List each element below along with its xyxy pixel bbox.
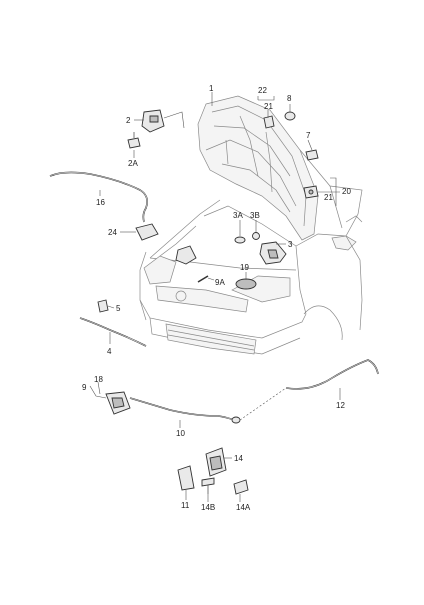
leader-lines [89,92,341,502]
callout-18: 18 [94,375,103,384]
callout-19: 19 [240,263,249,272]
callout-11: 11 [181,501,190,510]
hood-seal-part-16[interactable] [49,171,148,223]
callout-14b: 14B [201,503,215,512]
cable-link-dashed [239,387,287,421]
callout-2: 2 [126,116,131,125]
release-cable-part-10[interactable] [129,397,241,424]
support-rod-part-4[interactable] [79,317,147,347]
callout-5: 5 [116,304,121,313]
bracket-part-24[interactable] [135,223,159,241]
callout-3b: 3B [250,211,260,220]
clip-part-5[interactable] [97,299,109,313]
callout-21: 21 [264,102,273,111]
callout-14: 14 [234,454,243,463]
clip-part-21-top[interactable] [263,115,275,129]
callout-8: 8 [287,94,292,103]
screw-part-14b[interactable] [201,477,215,494]
hinge-part-2[interactable] [141,109,165,133]
hood-panel[interactable] [197,95,319,241]
screw-part-9a[interactable] [197,275,209,283]
callout-9: 9 [82,383,87,392]
release-handle-part-9[interactable] [105,391,131,415]
callout-9a: 9A [215,278,225,287]
plug-part-8[interactable] [284,111,296,121]
part-3b[interactable] [252,232,260,240]
callout-3: 3 [288,240,293,249]
part-3a[interactable] [234,236,246,244]
callout-14a: 14A [236,503,251,512]
callout-3a: 3A [233,211,243,220]
callout-12: 12 [336,401,345,410]
callout-10: 10 [176,429,185,438]
lever-part-14[interactable] [205,447,227,477]
grip-part-11[interactable] [177,465,195,491]
screw-part-2a[interactable] [127,132,141,149]
callout-21-right: 21 [324,193,333,202]
callout-2a: 2A [128,159,138,168]
callout-20: 20 [342,187,351,196]
lock-striker-part-3[interactable] [259,241,287,265]
release-cable-part-12[interactable] [285,359,379,390]
clip-part-21-right[interactable] [303,185,319,199]
callout-16: 16 [96,198,105,207]
callout-22: 22 [258,86,267,95]
buffer-part-7[interactable] [305,149,319,161]
hood-lock-center[interactable] [175,245,197,265]
callout-1: 1 [209,84,214,93]
cap-part-19[interactable] [235,278,257,290]
callout-7: 7 [306,131,311,140]
callout-labels: 1 22 8 21 2 2A 7 20 21 16 24 3A 3B 3 19 … [82,84,351,512]
callout-4: 4 [107,347,112,356]
cap-part-14a[interactable] [233,479,249,495]
callout-24: 24 [108,228,117,237]
